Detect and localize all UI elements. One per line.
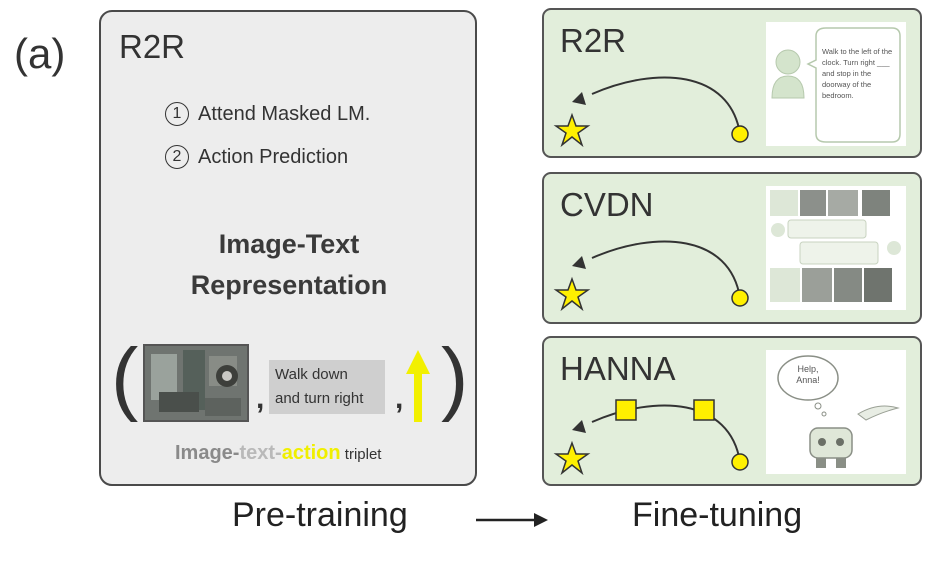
representation-heading-line1: Image-Text	[218, 229, 360, 259]
task-label-1: Attend Masked LM.	[198, 102, 371, 125]
action-arrow-icon	[406, 350, 430, 422]
goal-star-icon	[553, 440, 591, 476]
separator-comma-1: ,	[256, 382, 265, 415]
trajectory-path-r2r	[553, 76, 749, 148]
task-action-prediction: 2 Action Prediction	[165, 145, 348, 169]
r2r-instruction-bubble: Walk to the left of the clock. Turn righ…	[822, 47, 893, 100]
finetuning-stage-label: Fine-tuning	[632, 496, 803, 534]
finetune-card-r2r: R2R Walk to the left of the clock. Turn …	[542, 8, 922, 158]
trajectory-path-cvdn	[553, 240, 749, 312]
triplet-label-triplet: triplet	[340, 446, 382, 463]
task-label-2: Action Prediction	[198, 145, 349, 168]
cvdn-dialog-thumbnail	[766, 186, 906, 310]
pretraining-dataset-title: R2R	[119, 28, 186, 65]
panel-label: (a)	[14, 30, 66, 77]
goal-star-icon	[553, 276, 591, 312]
task-number-1: 1	[165, 102, 189, 126]
task-number-2: 2	[165, 145, 189, 169]
goal-star-icon	[553, 112, 591, 148]
instruction-line-2: and turn right	[275, 390, 364, 407]
triplet-label-image: Image-	[175, 442, 240, 464]
separator-comma-2: ,	[395, 382, 404, 415]
dialog-images-icon	[770, 190, 901, 302]
speaker-person-icon	[771, 27, 901, 143]
open-paren: (	[111, 332, 139, 423]
instruction-line-1: Walk down	[275, 366, 348, 383]
representation-heading-line2: Representation	[190, 270, 388, 300]
pretraining-panel: R2R 1 Attend Masked LM. 2 Action Predict…	[99, 10, 477, 486]
waypoint-square-icon	[615, 399, 637, 421]
card-title-hanna: HANNA	[560, 350, 676, 387]
finetune-card-hanna: HANNA Help, Anna!	[542, 336, 922, 486]
help-thought-text: Help, Anna!	[796, 364, 820, 385]
waypoint-square-icon	[693, 399, 715, 421]
r2r-thumbnail: Walk to the left of the clock. Turn righ…	[766, 22, 906, 146]
scene-image	[143, 344, 249, 422]
triplet-label-text: text-	[239, 442, 282, 464]
instruction-text-box: Walk down and turn right	[269, 360, 385, 414]
pretraining-stage-label: Pre-training	[232, 496, 408, 534]
scene-photo-icon	[145, 346, 247, 420]
card-title-cvdn: CVDN	[560, 186, 654, 223]
triplet-label: Image-text-action triplet	[175, 442, 381, 465]
right-arrow-icon	[476, 513, 548, 527]
triplet-label-action: action	[281, 442, 341, 464]
representation-heading: Image-Text Representation	[101, 224, 477, 306]
finetune-card-cvdn: CVDN	[542, 172, 922, 324]
trajectory-path-hanna	[553, 399, 749, 476]
close-paren: )	[441, 332, 469, 423]
hanna-thumbnail: Help, Anna!	[766, 350, 906, 474]
card-title-r2r: R2R	[560, 22, 627, 59]
robot-thought-icon	[777, 355, 900, 468]
task-masked-lm: 1 Attend Masked LM.	[165, 102, 370, 126]
